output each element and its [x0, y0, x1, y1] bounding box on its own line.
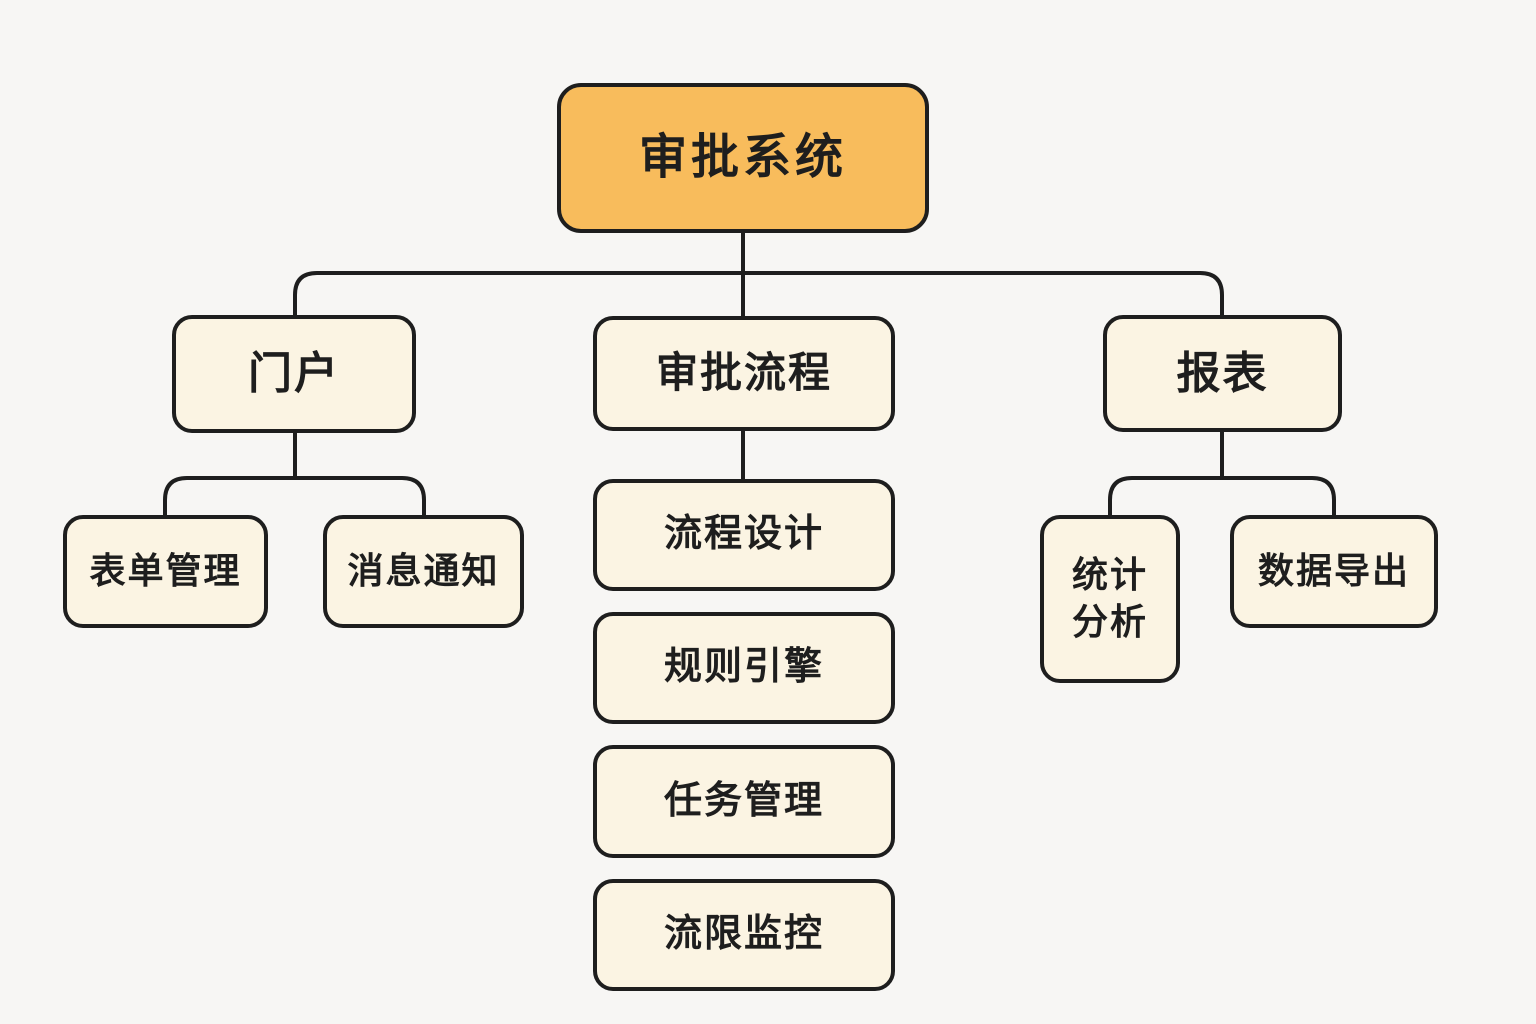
node-approval-system[interactable]: 审批系统	[557, 83, 929, 233]
node-portal[interactable]: 门户	[172, 315, 416, 433]
node-process-design[interactable]: 流程设计	[593, 479, 895, 591]
node-data-export[interactable]: 数据导出	[1230, 515, 1438, 628]
node-label: 表单管理	[89, 550, 242, 592]
node-label: 审批流程	[655, 349, 832, 397]
connector-portal-bus	[163, 476, 426, 518]
node-statistical-analysis[interactable]: 统计分析	[1040, 515, 1180, 683]
node-label: 规则引擎	[663, 646, 824, 689]
node-label: 审批系统	[638, 130, 847, 184]
node-label: 数据导出	[1257, 550, 1410, 592]
node-task-management[interactable]: 任务管理	[593, 745, 895, 858]
node-label: 流程设计	[663, 513, 824, 556]
node-label: 统计分析	[1071, 554, 1148, 642]
node-label: 流限监控	[663, 913, 824, 956]
node-label: 消息通知	[347, 550, 500, 592]
node-rule-engine[interactable]: 规则引擎	[593, 612, 895, 724]
node-label: 任务管理	[663, 779, 824, 822]
node-flow-limit-monitoring[interactable]: 流限监控	[593, 879, 895, 991]
node-message-notification[interactable]: 消息通知	[323, 515, 524, 628]
node-label: 报表	[1176, 348, 1269, 398]
connector-report-bus	[1108, 476, 1336, 518]
connector-main-bus	[293, 271, 1224, 320]
node-report[interactable]: 报表	[1103, 315, 1342, 432]
node-form-management[interactable]: 表单管理	[63, 515, 268, 628]
node-approval-process[interactable]: 审批流程	[593, 316, 895, 431]
node-label: 门户	[248, 349, 340, 399]
